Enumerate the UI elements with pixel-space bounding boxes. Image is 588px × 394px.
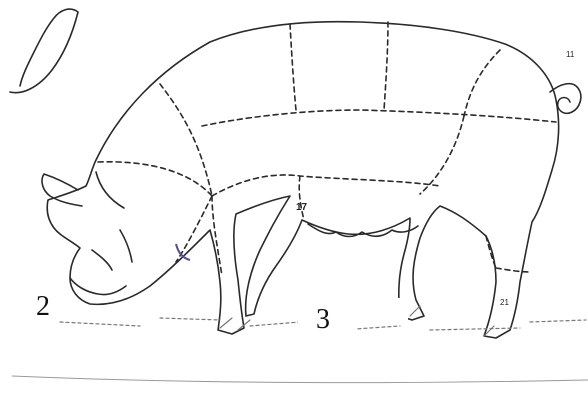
- label-17: 17: [296, 203, 307, 213]
- cut-line-vert-3: [464, 50, 500, 116]
- cut-line-jowl: [176, 196, 212, 262]
- cut-line-back-1: [212, 175, 440, 196]
- pig-tail: [550, 84, 581, 114]
- cut-line-hock: [496, 268, 530, 272]
- pig-snout: [70, 278, 126, 295]
- whiteout-patch-2: [364, 298, 408, 322]
- cut-line-vert-2: [384, 22, 388, 110]
- cut-line-vert-1: [290, 24, 296, 110]
- cut-line-hindleg: [486, 236, 496, 268]
- cut-line-belly: [299, 176, 304, 220]
- corner-sketch: [10, 9, 78, 93]
- ground-line: [12, 376, 588, 383]
- label-21: 21: [500, 299, 509, 307]
- cut-line-ham: [420, 116, 464, 194]
- cut-line-neck: [98, 162, 212, 196]
- cut-line-loin: [202, 110, 556, 126]
- label-2: 2: [36, 293, 50, 321]
- label-3: 3: [316, 306, 330, 334]
- label-11: 11: [566, 51, 574, 59]
- pig-outline: [47, 22, 558, 338]
- cut-line-shoulder-top: [160, 84, 212, 196]
